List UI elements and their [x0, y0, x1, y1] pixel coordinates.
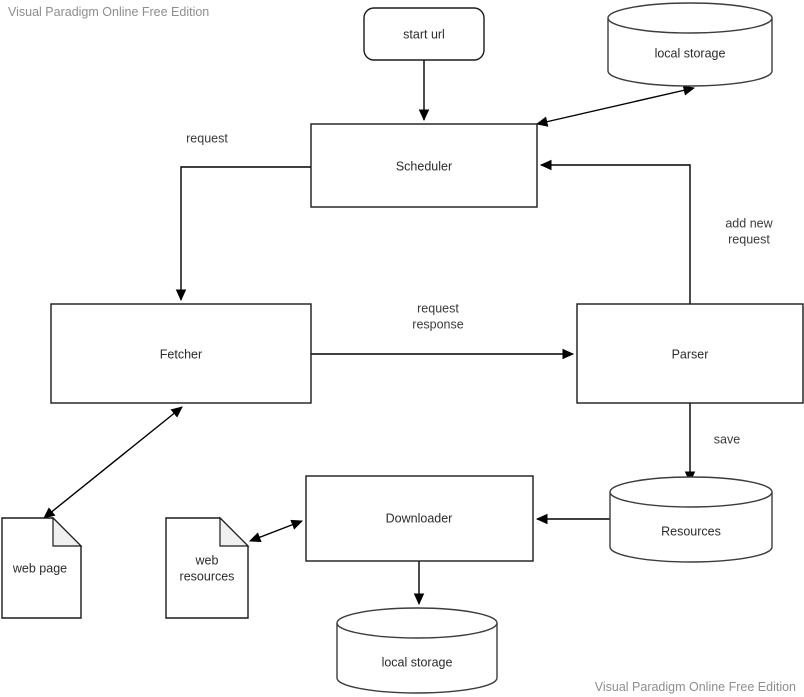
node-resources[interactable]: Resources [609, 476, 773, 563]
edge-downloader-web-resources [249, 519, 303, 543]
local-storage-top-ellipse [607, 2, 773, 34]
watermark-bottom-right: Visual Paradigm Online Free Edition [595, 680, 796, 694]
node-fetcher[interactable]: Fetcher [50, 303, 312, 404]
node-web-page[interactable]: web page [1, 516, 83, 619]
edge-label-add-new-request-line2: request [728, 232, 770, 246]
edge-scheduler-local-storage [535, 85, 696, 127]
local-storage-bottom-body [336, 623, 498, 694]
edge-fetcher-web-page [43, 406, 183, 519]
downloader-shape [305, 475, 534, 562]
local-storage-bottom-label: local storage [382, 655, 453, 669]
web-resources-fold-icon [219, 516, 250, 547]
node-scheduler[interactable]: Scheduler [310, 123, 538, 208]
edge-parser-to-scheduler [539, 159, 691, 304]
resources-body [609, 492, 773, 563]
resources-ellipse [609, 476, 773, 508]
node-start-url[interactable]: start url [363, 7, 485, 61]
web-page-fold-icon [52, 516, 83, 547]
web-page-label: web page [12, 561, 67, 575]
edge-label-request-response-line1: request [417, 301, 459, 315]
parser-label: Parser [672, 347, 709, 361]
start-url-shape [363, 7, 485, 61]
edge-label-save: save [714, 432, 740, 446]
node-web-resources[interactable]: web resources [165, 516, 250, 619]
edge-scheduler-to-fetcher [175, 166, 311, 302]
edge-label-request: request [186, 131, 228, 145]
fetcher-shape [50, 303, 312, 404]
local-storage-top-body [607, 18, 773, 87]
node-local-storage-bottom[interactable]: local storage [336, 607, 498, 694]
node-parser[interactable]: Parser [576, 303, 804, 404]
edge-label-request-response-line2: response [412, 317, 463, 331]
web-resources-label-line2: resources [180, 569, 235, 583]
local-storage-bottom-ellipse [336, 607, 498, 639]
start-url-label: start url [403, 27, 445, 41]
local-storage-top-label: local storage [655, 46, 726, 60]
resources-label: Resources [661, 524, 721, 538]
edge-label-add-new-request-line1: add new [725, 216, 773, 230]
web-resources-label-line1: web [195, 553, 219, 567]
parser-shape [576, 303, 804, 404]
watermark-top-left: Visual Paradigm Online Free Edition [8, 5, 209, 19]
downloader-label: Downloader [386, 511, 453, 525]
node-local-storage-top[interactable]: local storage [607, 2, 773, 87]
node-downloader[interactable]: Downloader [305, 475, 534, 562]
scheduler-shape [310, 123, 538, 208]
fetcher-label: Fetcher [160, 347, 202, 361]
scheduler-label: Scheduler [396, 159, 452, 173]
